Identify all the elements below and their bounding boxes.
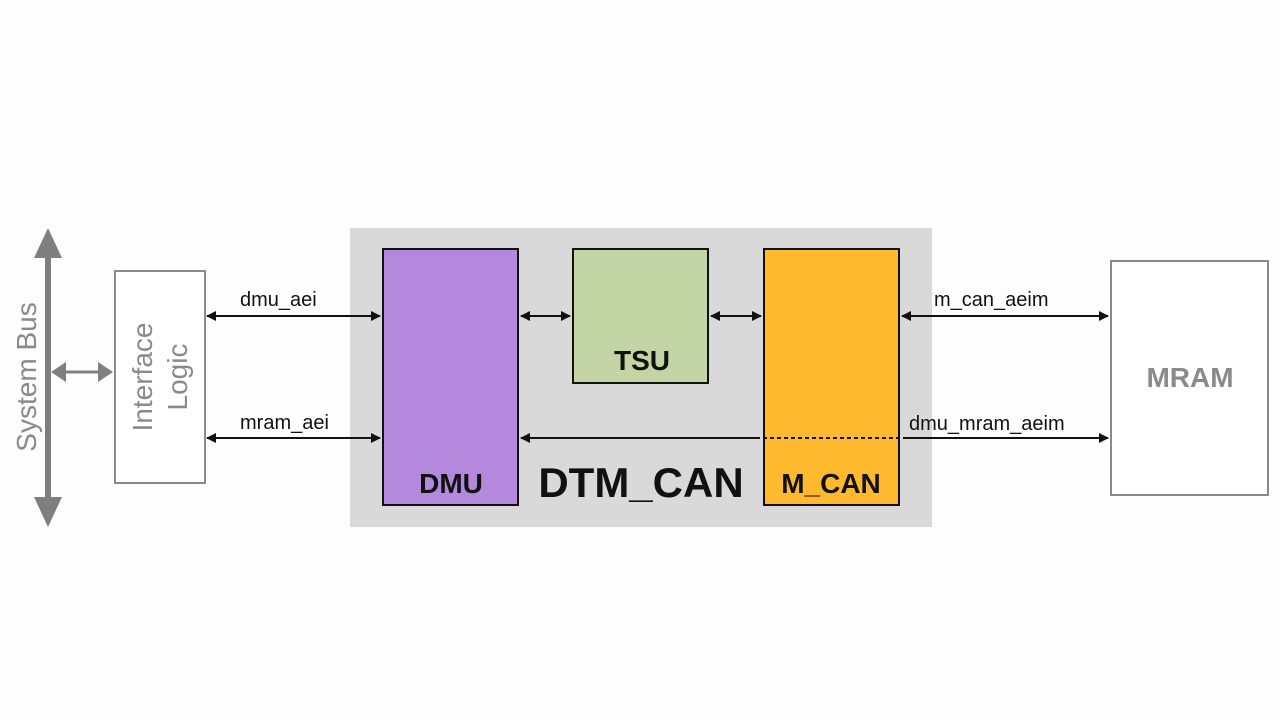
m-can-block bbox=[763, 248, 900, 506]
mram-aei-label: mram_aei bbox=[240, 412, 329, 434]
tsu-label: TSU bbox=[614, 345, 670, 376]
tsu-block bbox=[572, 248, 709, 384]
dmu-mram-aeim-label: dmu_mram_aeim bbox=[909, 413, 1065, 435]
dmu-block bbox=[382, 248, 519, 506]
mram-box bbox=[1110, 260, 1269, 496]
dtm-can-label: DTM_CAN bbox=[538, 459, 743, 506]
interface-logic-label-line2: Logic bbox=[162, 344, 193, 411]
mram-label: MRAM bbox=[1146, 362, 1233, 393]
system-bus-arrow bbox=[34, 228, 62, 527]
interface-logic-box bbox=[114, 270, 206, 484]
dmu-aei-label: dmu_aei bbox=[240, 289, 317, 311]
bus-to-interface-arrow bbox=[51, 362, 113, 382]
interface-logic-label-line1: Interface bbox=[127, 323, 158, 432]
m-can-label: M_CAN bbox=[781, 468, 881, 499]
m-can-aeim-label: m_can_aeim bbox=[934, 289, 1049, 311]
dmu-label: DMU bbox=[419, 468, 483, 499]
system-bus-label: System Bus bbox=[11, 302, 42, 451]
